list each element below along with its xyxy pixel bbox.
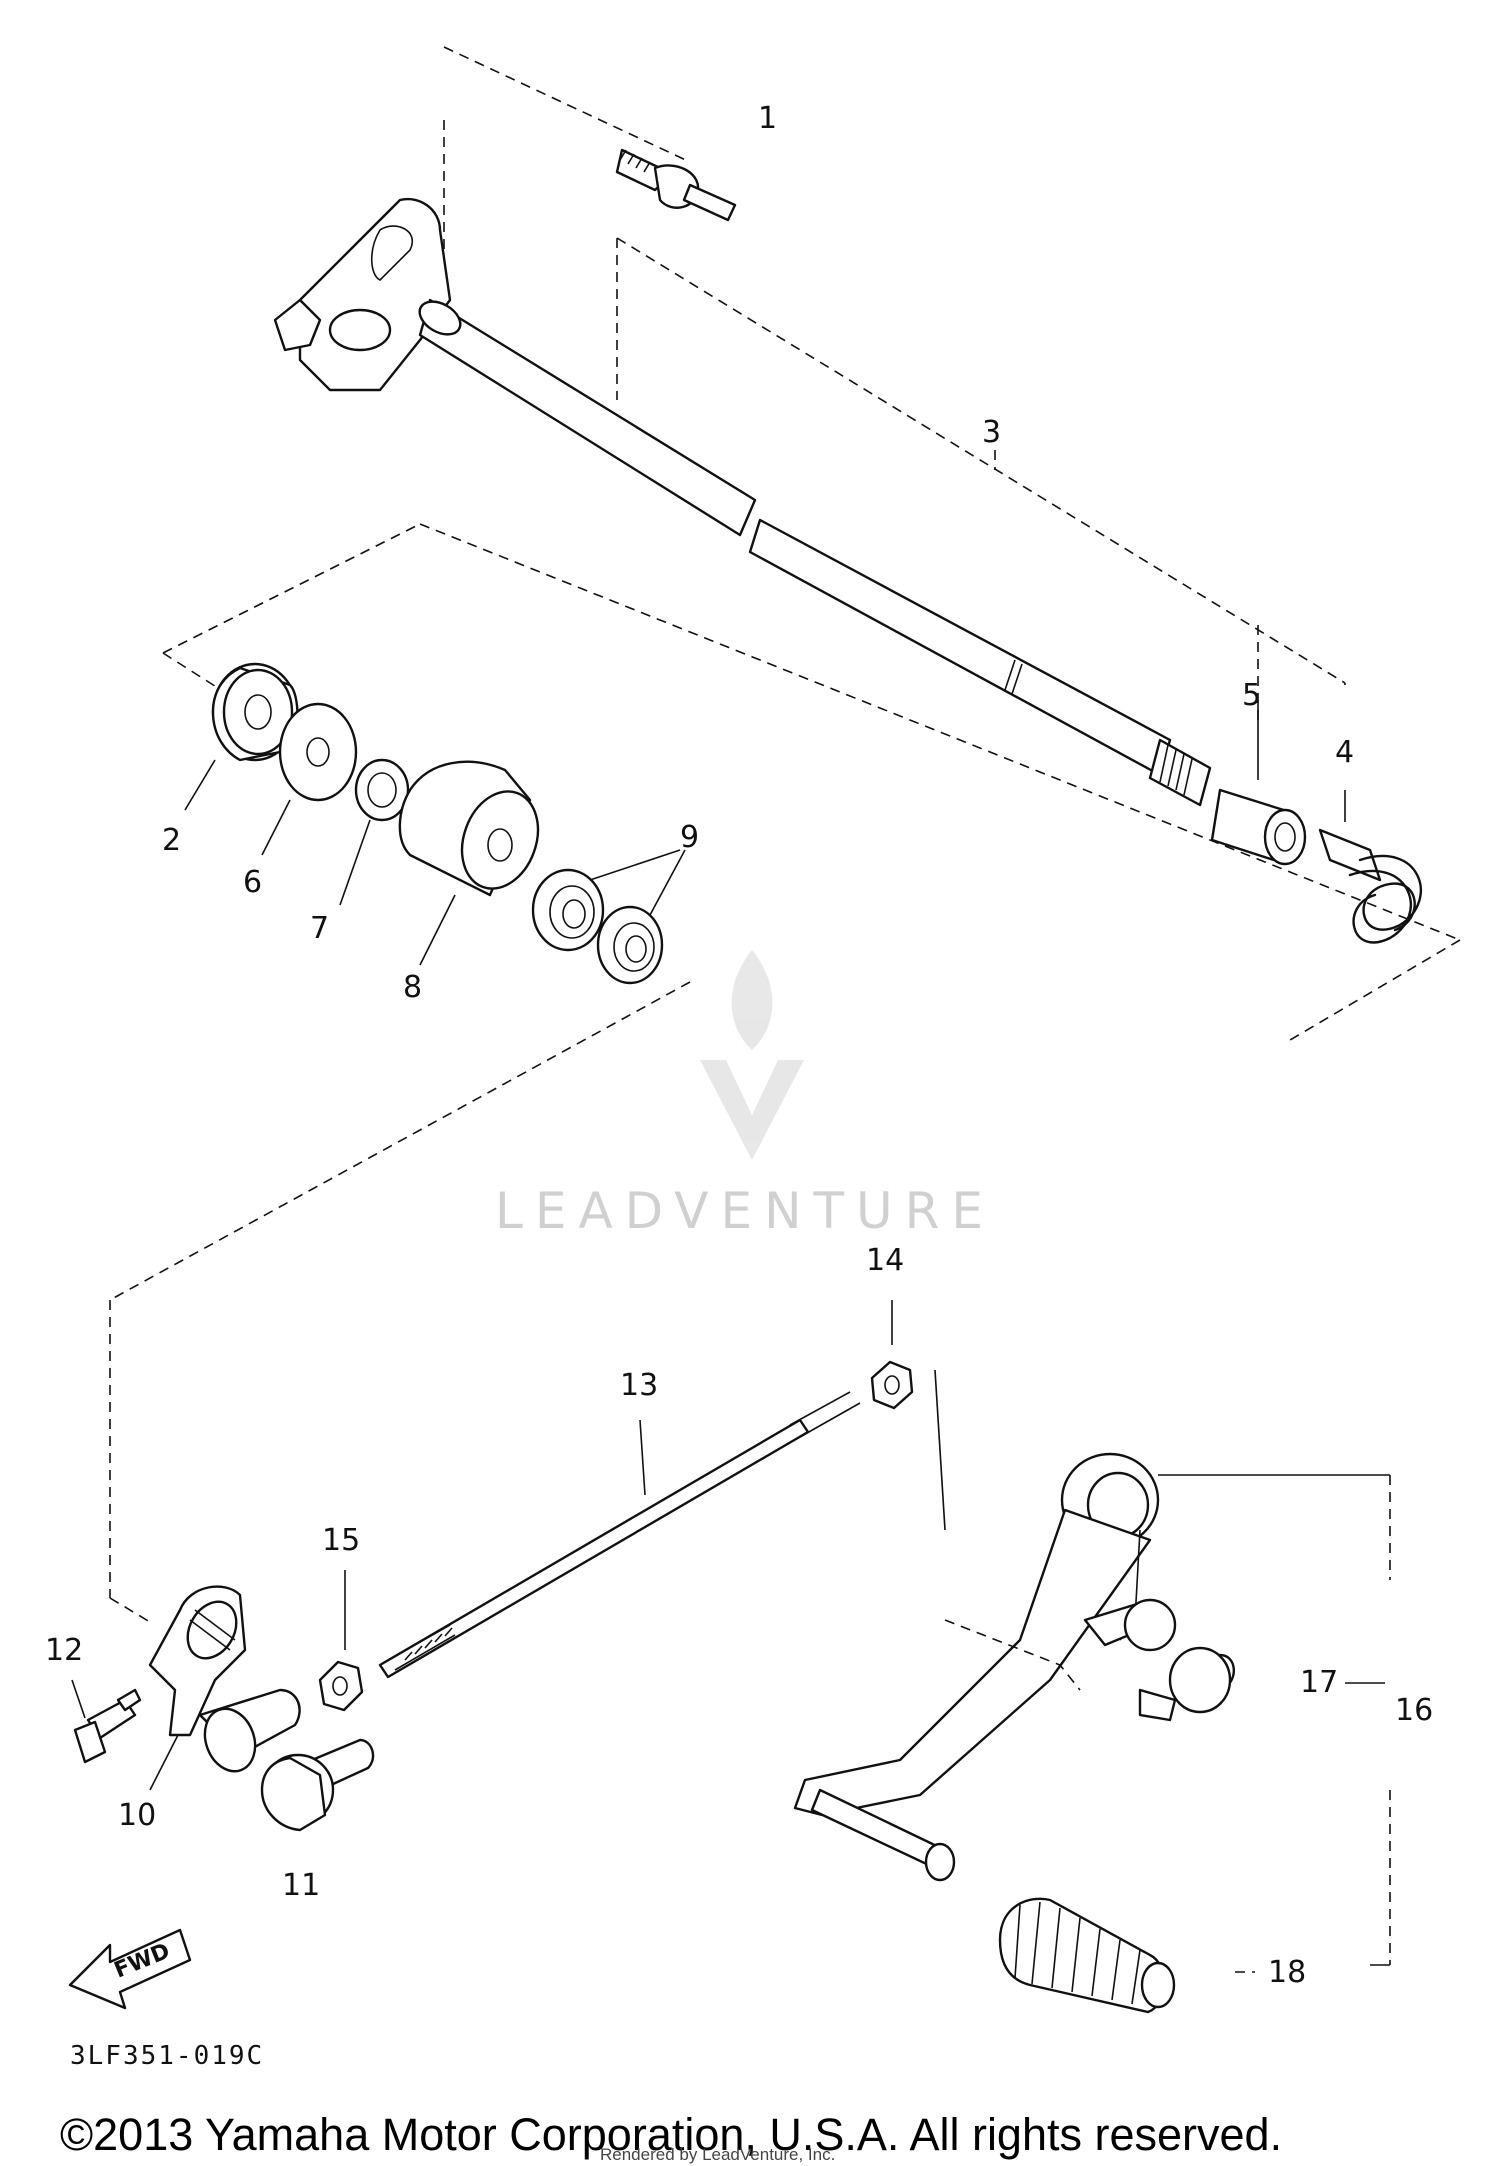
callout-4: 4 [1335,735,1354,770]
callout-12: 12 [45,1633,83,1668]
part-12-bolt [71,1679,142,1764]
callout-2: 2 [162,823,181,858]
callout-10: 10 [118,1798,156,1833]
callout-11: 11 [282,1868,320,1903]
right-bracket-lines [1158,1474,1391,1973]
part-1-bolt [615,148,737,222]
callout-8: 8 [403,970,422,1005]
part-18-pedal-rubber [998,1897,1176,2014]
part-2-oil-seal [184,662,299,811]
callout-1: 1 [758,101,777,136]
leadventure-logo-icon [700,950,804,1160]
callout-7: 7 [310,911,329,946]
callout-18: 18 [1268,1955,1306,1990]
part-5-collar [1210,700,1307,866]
part-4-spring [1318,790,1423,944]
part-8-bushing [398,760,540,966]
callout-numbers: 1 2 3 4 5 6 7 8 9 10 11 12 13 14 15 16 1… [45,101,1433,1990]
part-10-shift-arm [148,1585,247,1791]
part-11-joint [198,1688,375,1832]
callout-3: 3 [982,415,1001,450]
callout-13: 13 [620,1368,658,1403]
copyright-text: ©2013 Yamaha Motor Corporation, U.S.A. A… [60,2109,1282,2160]
rendered-note: Rendered by LeadVenture, Inc. [600,2145,835,2164]
part-3-shift-shaft [273,197,1212,807]
part-14-nut [870,1300,946,1531]
watermark-text: LEADVENTURE [495,1182,995,1240]
callout-6: 6 [243,865,262,900]
callout-17: 17 [1300,1665,1338,1700]
callout-9: 9 [680,820,699,855]
part-13-shift-rod [378,1391,861,1679]
fwd-arrow-icon: FWD [68,1928,192,2010]
callout-15: 15 [322,1523,360,1558]
callout-14: 14 [866,1243,904,1278]
part-6-washer [261,702,358,856]
callout-16: 16 [1395,1693,1433,1728]
top-leader-lines [109,46,1461,1623]
figure-code: 3LF351-019C [70,2041,264,2071]
callout-5: 5 [1242,678,1261,713]
part-9-bearings [531,849,686,985]
part-7-circlip [339,758,410,906]
part-15-nut [318,1570,364,1712]
part-16-shift-pedal [793,1452,1236,1882]
